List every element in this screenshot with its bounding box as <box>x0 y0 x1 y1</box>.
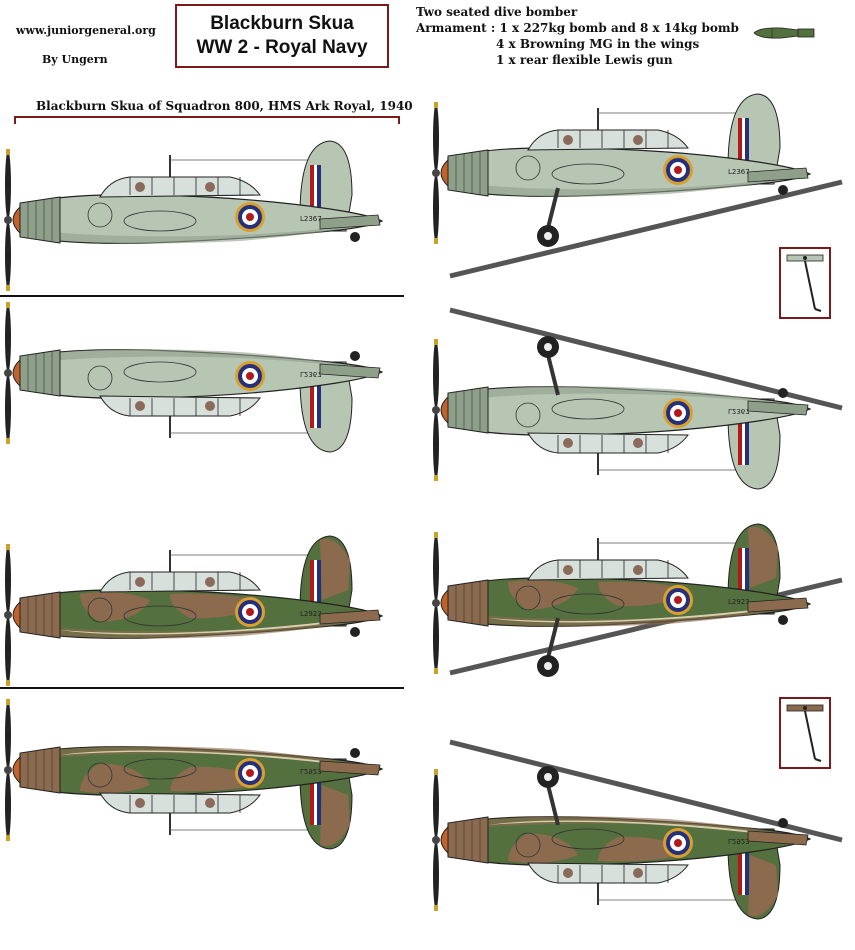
author-credit: By Ungern <box>42 53 108 66</box>
roundel-icon <box>663 155 693 185</box>
fin-flash-icon <box>738 415 749 465</box>
serial-number: L2367 <box>300 370 322 378</box>
title-line-2: WW 2 - Royal Navy <box>196 37 368 58</box>
propeller-icon <box>4 149 12 291</box>
roundel-icon <box>235 361 265 391</box>
fin-flash-icon <box>738 548 749 598</box>
tail-hook-icon <box>786 704 824 762</box>
propeller-icon <box>432 339 440 481</box>
site-url: www.juniorgeneral.org <box>16 24 156 37</box>
bomb-icon <box>753 27 815 39</box>
specs-line-1: Two seated dive bomber <box>416 5 578 19</box>
title-line-1: Blackburn Skua <box>210 13 354 35</box>
serial-number: L2923 <box>300 767 322 775</box>
serial-number: L2923 <box>300 610 322 618</box>
propeller-icon <box>4 302 12 444</box>
tail-hook-icon <box>786 254 824 312</box>
caption-bracket <box>14 116 400 124</box>
divider <box>0 295 404 297</box>
fin-flash-icon <box>738 845 749 895</box>
tail-hook-detail-box <box>779 697 831 769</box>
skua-aircraft: L2367 <box>432 93 812 247</box>
skua-aircraft: L2367 <box>4 140 384 291</box>
landing-gear-icon <box>537 336 560 396</box>
propeller-icon <box>432 769 440 911</box>
fin-flash-icon <box>310 775 321 825</box>
fin-flash-icon <box>738 118 749 168</box>
roundel-icon <box>663 585 693 615</box>
skua-aircraft: L2923 <box>4 699 384 850</box>
roundel-icon <box>663 398 693 428</box>
roundel-icon <box>663 828 693 858</box>
skua-aircraft: L2367 <box>432 336 812 490</box>
skua-aircraft: L2923 <box>432 523 812 677</box>
skua-aircraft: L2367 <box>4 302 384 453</box>
fin-flash-icon <box>310 378 321 428</box>
propeller-icon <box>432 102 440 244</box>
serial-number: L2367 <box>300 215 322 223</box>
squadron-caption: Blackburn Skua of Squadron 800, HMS Ark … <box>36 99 413 113</box>
serial-number: L2367 <box>728 168 750 176</box>
specs-line-2: Armament : 1 x 227kg bomb and 8 x 14kg b… <box>416 21 739 35</box>
propeller-icon <box>4 544 12 686</box>
fin-flash-icon <box>310 165 321 215</box>
landing-gear-icon <box>537 766 560 826</box>
propeller-icon <box>4 699 12 841</box>
serial-number: L2367 <box>728 407 750 415</box>
roundel-icon <box>235 597 265 627</box>
divider <box>0 687 404 689</box>
roundel-icon <box>235 202 265 232</box>
landing-gear-icon <box>537 617 560 677</box>
serial-number: L2923 <box>728 837 750 845</box>
skua-aircraft: L2923 <box>432 766 812 920</box>
fin-flash-icon <box>310 560 321 610</box>
specs-line-4: 1 x rear flexible Lewis gun <box>496 53 673 67</box>
serial-number: L2923 <box>728 598 750 606</box>
landing-gear-icon <box>537 187 560 247</box>
skua-aircraft: L2923 <box>4 535 384 686</box>
tail-hook-detail-box <box>779 247 831 319</box>
propeller-icon <box>432 532 440 674</box>
roundel-icon <box>235 758 265 788</box>
specs-line-3: 4 x Browning MG in the wings <box>496 37 700 51</box>
title-box: Blackburn Skua WW 2 - Royal Navy <box>175 4 389 68</box>
specs-block: Two seated dive bomber Armament : 1 x 22… <box>416 4 739 68</box>
